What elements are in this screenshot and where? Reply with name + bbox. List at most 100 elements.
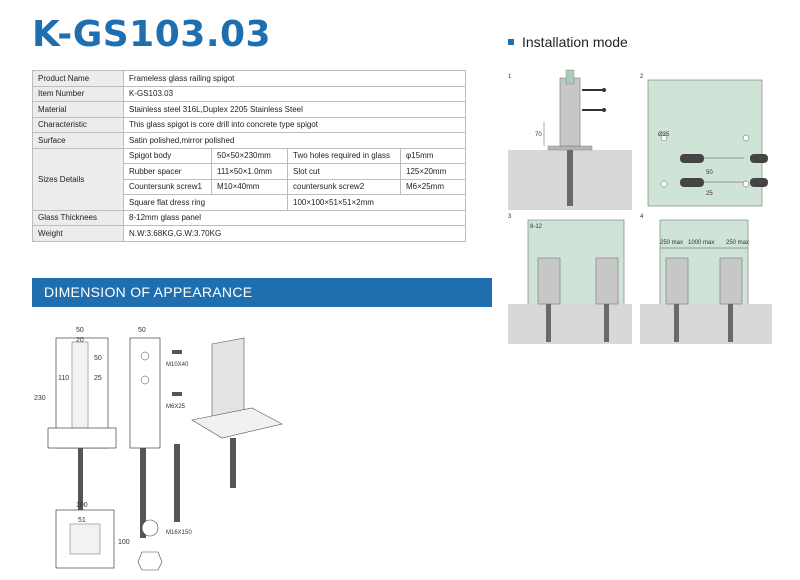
size-countersunk1: Countersunk screw1	[123, 178, 212, 195]
dim-label: 100	[76, 502, 88, 509]
label-sizes: Sizes Details	[32, 147, 124, 211]
installation-heading-text: Installation mode	[522, 34, 628, 50]
size-square-flat-value: 100×100×51×51×2mm	[287, 194, 466, 211]
hole-icon	[742, 134, 750, 142]
hole-icon	[660, 134, 668, 142]
dimension-drawing: 50 20 230 110 50 25 50 M10X40 M6X25 M16X…	[34, 327, 283, 571]
dim-label: 250 max	[726, 240, 749, 246]
hole-icon	[660, 180, 668, 188]
label-characteristic: Characteristic	[32, 116, 124, 133]
dim-label: 8-12	[530, 224, 543, 230]
install-step-4: 4 250 max 1000 max 250 max	[640, 214, 772, 344]
size-spigot-body-value: 50×50×230mm	[211, 147, 288, 164]
table-row: Square flat dress ring 100×100×51×51×2mm	[33, 194, 466, 211]
table-row: Glass Thicknees 8-12mm glass panel	[32, 209, 466, 226]
base-plate	[547, 145, 593, 151]
screw2-label: M6X25	[166, 404, 186, 410]
nut-icon	[137, 551, 163, 571]
spigot-body	[537, 257, 561, 305]
base-top-inner	[69, 523, 101, 555]
dim-label: 50	[76, 327, 84, 334]
bullet-square-icon	[508, 39, 514, 45]
installation-heading: Installation mode	[508, 34, 628, 50]
side-view-rod	[140, 448, 146, 538]
label-product-name: Product Name	[32, 70, 124, 87]
value-material: Stainless steel 316L,Duplex 2205 Stainle…	[123, 101, 466, 118]
table-row: Weight N.W:3.68KG,G.W:3.70KG	[32, 225, 466, 242]
dimension-banner: DIMENSION OF APPEARANCE	[32, 278, 492, 307]
concrete-block	[640, 304, 772, 344]
spigot-3d-rod	[230, 438, 236, 488]
table-row: Sizes Details Spigot body 50×50×230mm Tw…	[32, 147, 466, 211]
dim-label: Ø35	[658, 132, 670, 138]
size-slot-cut-value: 125×20mm	[400, 163, 466, 180]
dim-label: 110	[58, 375, 69, 382]
dim-label: 50	[138, 327, 146, 334]
spigot-3d-base	[191, 407, 283, 439]
table-row: Surface Satin polished,mirror polished	[32, 132, 466, 149]
front-view-slot	[71, 341, 89, 439]
fitting-icon	[680, 178, 704, 187]
table-row: Rubber spacer 111×50×1.0mm Slot cut 125×…	[33, 163, 466, 180]
size-two-holes: Two holes required in glass	[287, 147, 401, 164]
value-item-number: K-GS103.03	[123, 85, 466, 102]
anchor-rod	[674, 304, 679, 342]
concrete-block	[508, 304, 632, 344]
size-rubber-spacer: Rubber spacer	[123, 163, 212, 180]
dim-label: 50	[94, 355, 102, 362]
spigot-body	[719, 257, 743, 305]
value-product-name: Frameless glass railing spigot	[123, 70, 466, 87]
dim-label: 230	[34, 395, 46, 402]
screw1-label: M10X40	[166, 362, 189, 368]
dim-label: 50	[706, 170, 713, 176]
size-two-holes-value: φ15mm	[400, 147, 466, 164]
spigot-body	[665, 257, 689, 305]
size-square-flat: Square flat dress ring	[123, 194, 288, 211]
dim-label: 25	[706, 191, 713, 197]
dim-label: 100	[118, 539, 130, 546]
anchor-rod	[604, 304, 609, 342]
spigot-body	[595, 257, 619, 305]
glass-edge	[565, 69, 575, 85]
hole-icon	[742, 180, 750, 188]
screw-head-icon	[602, 88, 606, 92]
dim-label: 70	[535, 132, 542, 138]
install-step-2: 2 Ø35 50 25	[640, 74, 768, 207]
value-glass: 8-12mm glass panel	[123, 209, 466, 226]
front-view-rod	[78, 448, 83, 538]
spigot-3d-body	[211, 337, 245, 419]
anchor-rod	[546, 304, 551, 342]
step-label-3: 3	[508, 214, 512, 220]
step-label-2: 2	[640, 74, 644, 80]
value-surface: Satin polished,mirror polished	[123, 132, 466, 149]
screw-hole-icon	[140, 351, 150, 361]
step-label-4: 4	[640, 214, 644, 220]
table-row: Product Name Frameless glass railing spi…	[32, 70, 466, 87]
label-item-number: Item Number	[32, 85, 124, 102]
size-countersunk2: countersunk screw2	[287, 178, 401, 195]
fitting-icon	[750, 154, 768, 163]
size-countersunk2-value: M6×25mm	[400, 178, 466, 195]
table-row: Characteristic This glass spigot is core…	[32, 116, 466, 133]
screw-hole-icon	[140, 375, 150, 385]
label-material: Material	[32, 101, 124, 118]
product-title: K-GS103.03	[32, 14, 272, 55]
front-view-base	[47, 427, 117, 449]
anchor-rod	[728, 304, 733, 342]
dim-label: 1000 max	[688, 240, 714, 246]
label-glass: Glass Thicknees	[32, 209, 124, 226]
spigot-body	[559, 77, 581, 147]
table-row: Item Number K-GS103.03	[32, 85, 466, 102]
install-step-1: 1 70	[508, 69, 632, 210]
value-weight: N.W:3.68KG,G.W:3.70KG	[123, 225, 466, 242]
table-row: Material Stainless steel 316L,Duplex 220…	[32, 101, 466, 118]
dim-label: 25	[94, 375, 102, 382]
size-spigot-body: Spigot body	[123, 147, 212, 164]
screw1-icon	[172, 350, 182, 354]
size-rubber-spacer-value: 111×50×1.0mm	[211, 163, 288, 180]
screw2-icon	[172, 392, 182, 396]
install-step-3: 3 8-12	[508, 214, 632, 344]
fitting-icon	[680, 154, 704, 163]
dim-label: 51	[78, 517, 86, 524]
label-weight: Weight	[32, 225, 124, 242]
